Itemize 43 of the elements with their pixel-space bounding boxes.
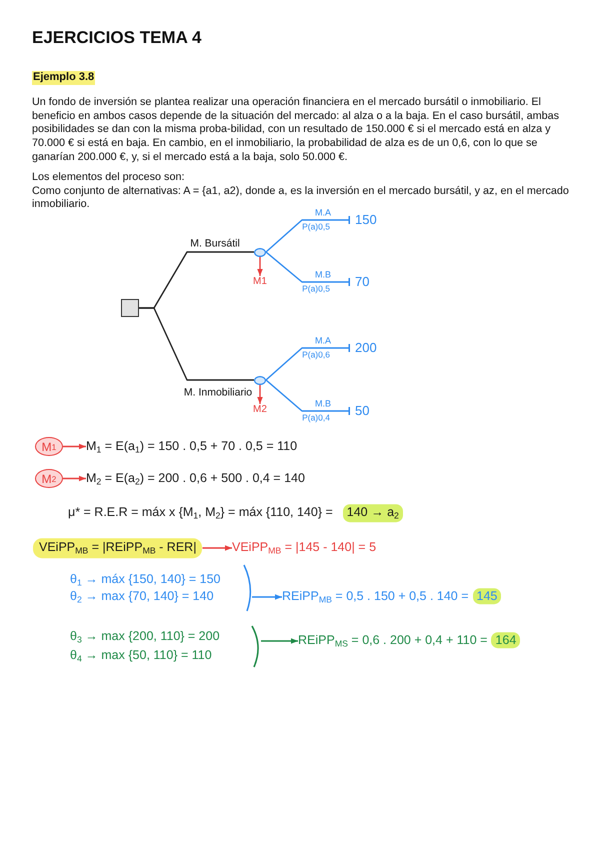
handwritten-formula: VEiPP$_{MB}$ = |145 - 140| = 5 — [232, 540, 376, 556]
highlighted-result: 140 → a$_{2}$ — [342, 504, 403, 522]
arrow — [252, 594, 282, 600]
outcome-branch — [266, 379, 350, 415]
handwritten-formula: θ$_{1}$ → máx {150, 140} = 150 — [70, 572, 220, 588]
payoff-value: 50 — [350, 402, 370, 420]
page-title: EJERCICIOS TEMA 4 — [32, 27, 202, 48]
body-text: Los elementos del proceso son: — [32, 171, 184, 185]
handwritten-formula: μ* = R.E.R = máx x {M$_{1}$, M$_{2}$} = máx {110, 140} = — [68, 505, 333, 521]
handwritten-formula: θ$_{3}$ → max {200, 110} = 200 — [70, 629, 220, 645]
arrow — [63, 444, 86, 450]
handwritten-formula: M$_{2}$ = E(a$_{2}$) = 200 . 0,6 + 500 . 0,4 = 140 — [86, 470, 305, 486]
chance-node — [254, 248, 266, 256]
outcome-branch — [266, 344, 350, 381]
payoff-value: 200 — [350, 340, 377, 356]
probability-label: P(a)0,4 — [302, 412, 330, 424]
highlighted-result: 145 — [472, 588, 502, 604]
expected-value-label: M2 — [253, 404, 267, 416]
arrow — [257, 256, 263, 276]
arrow — [63, 476, 86, 482]
section-heading: Ejemplo 3.8 — [32, 71, 96, 85]
handwritten-formula: REiPP$_{MS}$ = 0,6 . 200 + 0,4 + 110 = — [298, 633, 488, 648]
problem-statement: Un fondo de inversión se plantea realizar una operación financiera en el mercado bursátil o inmobiliario. El beneficio en ambos casos depende de la situación del mercado: al alza o a la baja. En el caso bursátil, ambas posibilidades se dan con la misma proba-bilidad, con un resultado de 150.000 € si el mercado está en alza y 70.000 € si está en baja. En cambio, en el inmobiliario, la probabilidad de alza es de un 0,6, con lo que se ganarían 200.000 €, y, si el mercado está a la baja, solo 50.000 €. — [32, 96, 560, 165]
expected-value-label: M1 — [253, 276, 267, 288]
payoff-value: 70 — [350, 274, 370, 290]
arrow — [261, 638, 298, 644]
handwritten-formula: REiPP$_{MB}$ = 0,5 . 150 + 0,5 . 140 = — [282, 589, 469, 604]
payoff-value: 150 — [350, 212, 377, 228]
handwritten-formula: θ$_{4}$ → max {50, 110} = 110 — [70, 648, 212, 664]
outcome-branch — [266, 216, 350, 253]
decision-node — [121, 299, 139, 317]
arrow — [202, 545, 232, 551]
handwritten-formula: M$_{1}$ = E(a$_{1}$) = 150 . 0,5 + 70 . 0,5 = 110 — [86, 438, 298, 454]
outcome-branch — [266, 251, 350, 286]
branch-line — [139, 307, 254, 381]
arrow — [257, 384, 263, 404]
highlighted-formula: VEiPP$_{MB}$ = |REiPP$_{MB}$ - RER| — [33, 538, 202, 558]
probability-label: P(a)0,6 — [302, 350, 330, 360]
handwritten-formula: θ$_{2}$ → max {70, 140} = 140 — [70, 589, 214, 605]
highlighted-result: 164 — [491, 632, 520, 648]
probability-label: P(a)0,5 — [302, 284, 330, 294]
chance-node — [254, 376, 266, 384]
probability-label: P(a)0,5 — [302, 222, 330, 232]
